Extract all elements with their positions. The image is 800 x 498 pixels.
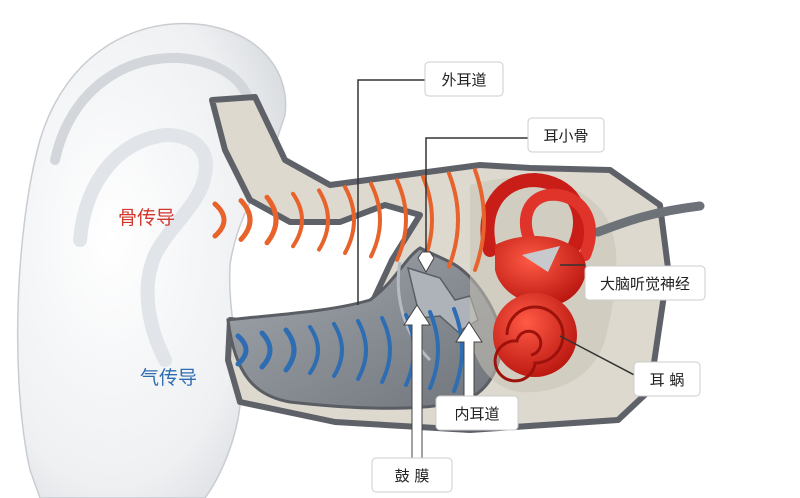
air-wave-arc-6 xyxy=(356,319,368,381)
inner-ear-canal-callout xyxy=(435,395,519,431)
air-wave-arc-7 xyxy=(380,316,392,384)
auditory-nerve-callout xyxy=(584,265,706,301)
ear-inner-shadow xyxy=(73,127,213,367)
air-wave-arc-5 xyxy=(332,322,344,378)
bone-wave-arc-7 xyxy=(369,181,382,259)
inner-ear-canal-arrow xyxy=(455,321,483,401)
ear-helix-fold xyxy=(50,52,255,165)
ossicles-leader xyxy=(425,137,528,268)
auditory-nerve-text: 大脑听觉神经 xyxy=(600,275,690,293)
eardrum-text: 鼓 膜 xyxy=(395,467,430,485)
eardrum-callout xyxy=(371,457,453,493)
bone-wave-arc-1 xyxy=(212,201,227,239)
bone-conduction-waves xyxy=(212,168,486,272)
bone-wave-arc-11 xyxy=(473,168,486,272)
air-wave-arc-2 xyxy=(259,330,273,370)
outer-ear-canal-leader xyxy=(357,79,425,305)
auditory-nerve xyxy=(593,201,705,237)
outer-ear-canal-callout xyxy=(424,61,504,97)
vestibule-window xyxy=(522,246,560,272)
cochlea-leader xyxy=(559,335,641,379)
outer-ear-canal-text: 外耳道 xyxy=(441,71,486,89)
air-wave-arc-1 xyxy=(235,333,249,367)
ossicles-arrow xyxy=(417,251,435,274)
inner-ear-canal-text: 内耳道 xyxy=(454,405,499,423)
eardrum-arrow xyxy=(403,304,431,461)
air-wave-arc-10 xyxy=(452,307,464,393)
semicircular-canal-2 xyxy=(520,188,596,261)
bone-wave-arc-8 xyxy=(395,178,408,262)
cochlea-shape xyxy=(493,293,577,377)
bone-wave-arc-10 xyxy=(447,171,460,269)
bone-wave-arc-5 xyxy=(317,188,330,252)
cochlea-text: 耳 蜗 xyxy=(650,371,685,389)
air-conduction-label: 气传导 xyxy=(140,367,197,389)
cochlea-callout xyxy=(633,361,701,397)
air-wave-arc-4 xyxy=(308,325,320,375)
air-wave-arc-3 xyxy=(283,327,297,373)
cochlea-spiral xyxy=(493,305,565,383)
air-wave-arc-9 xyxy=(428,310,440,390)
bone-wave-arc-2 xyxy=(238,198,253,242)
bone-wave-arc-6 xyxy=(343,185,356,255)
bone-wave-arc-4 xyxy=(291,191,304,249)
vestibule xyxy=(495,235,586,306)
ossicles-callout xyxy=(527,117,605,153)
bone-conduction-label: 骨传导 xyxy=(118,207,175,229)
bone-wave-arc-3 xyxy=(264,194,279,246)
semicircular-canal-1 xyxy=(480,172,587,257)
ossicles-text: 耳小骨 xyxy=(543,127,588,145)
